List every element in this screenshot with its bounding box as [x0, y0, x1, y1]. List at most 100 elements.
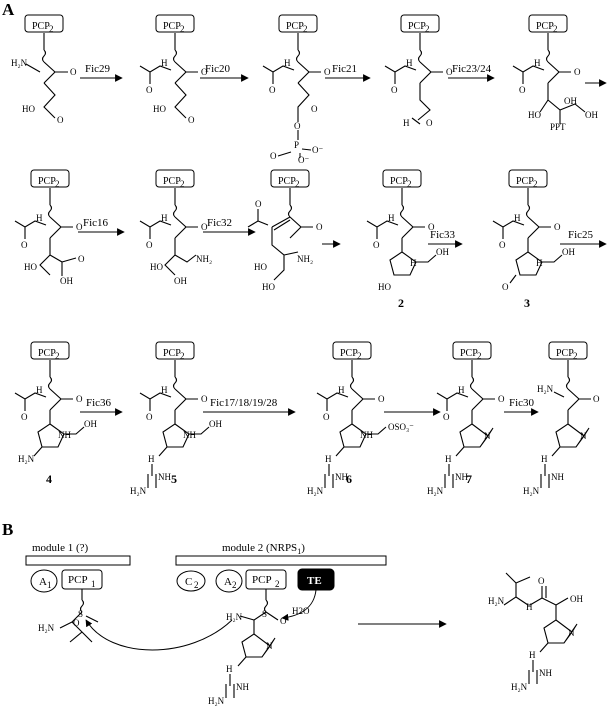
intermediate-8 [247, 188, 313, 281]
svg-text:S: S [262, 609, 267, 619]
svg-text:HO: HO [22, 104, 35, 114]
module-1-label: module 1 (?) [32, 542, 89, 554]
svg-text:PCP: PCP [252, 574, 272, 586]
intermediate-6 [14, 188, 77, 276]
svg-text:O: O [373, 240, 380, 250]
svg-text:O: O [593, 394, 600, 404]
svg-text:O: O [519, 85, 526, 95]
svg-text:O: O [378, 394, 385, 404]
compound-number: 4 [46, 472, 52, 486]
te-hydrolysis-arrow [281, 589, 317, 621]
svg-text:N: N [580, 431, 587, 441]
svg-text:H: H [36, 385, 43, 395]
svg-text:PCP: PCP [556, 348, 574, 359]
svg-text:H₂N: H₂N [488, 596, 505, 606]
svg-text:PCP: PCP [68, 574, 88, 586]
svg-text:NH: NH [158, 472, 171, 482]
svg-text:O: O [201, 67, 208, 77]
svg-text:O: O [391, 85, 398, 95]
compound-number: 2 [398, 296, 404, 310]
svg-text:O: O [499, 240, 506, 250]
svg-text:O: O [324, 67, 331, 77]
svg-text:O: O [21, 412, 28, 422]
svg-text:2: 2 [425, 24, 430, 34]
svg-text:H: H [403, 118, 410, 128]
svg-text:PPT: PPT [550, 122, 566, 132]
svg-text:H: H [534, 58, 541, 68]
compound-6 [316, 360, 387, 488]
svg-text:H: H [36, 213, 43, 223]
intermediate-2 [139, 33, 198, 119]
svg-text:O: O [443, 412, 450, 422]
svg-text:HO: HO [528, 110, 541, 120]
svg-text:2: 2 [55, 179, 60, 189]
enzyme-label: Fic20 [205, 63, 231, 75]
svg-text:HO: HO [378, 282, 391, 292]
enzyme-label: Fic29 [85, 63, 111, 75]
enzyme-label: Fic30 [509, 397, 535, 409]
svg-text:O: O [498, 394, 505, 404]
svg-text:OH: OH [562, 247, 575, 257]
svg-text:2: 2 [180, 179, 185, 189]
intermediate-5 [512, 33, 586, 124]
svg-text:OH: OH [570, 594, 583, 604]
svg-text:H: H [445, 454, 452, 464]
svg-text:OH: OH [585, 110, 598, 120]
svg-text:O: O [323, 412, 330, 422]
valine-thioester [59, 589, 99, 643]
svg-text:H₂N: H₂N [511, 682, 528, 692]
svg-text:O: O [574, 67, 581, 77]
svg-text:A: A [39, 576, 47, 588]
svg-text:H: H [161, 213, 168, 223]
svg-text:P: P [294, 140, 299, 150]
svg-text:HO: HO [262, 282, 275, 292]
svg-text:H: H [388, 213, 395, 223]
intermediate-4 [384, 33, 443, 125]
svg-text:HO: HO [153, 104, 166, 114]
svg-text:O: O [316, 222, 323, 232]
svg-text:H₂N: H₂N [38, 623, 55, 633]
svg-text:2: 2 [49, 24, 54, 34]
enzyme-label: Fic32 [207, 217, 232, 229]
svg-text:O: O [280, 616, 287, 626]
svg-text:O: O [76, 222, 83, 232]
svg-text:H: H [226, 664, 233, 674]
svg-text:N: N [568, 628, 575, 638]
svg-text:PCP: PCP [163, 176, 181, 187]
svg-text:H: H [536, 258, 543, 268]
svg-text:O: O [426, 118, 433, 128]
svg-text:2: 2 [194, 580, 199, 590]
svg-text:PCP: PCP [460, 348, 478, 359]
svg-text:OH: OH [564, 96, 577, 106]
svg-text:2: 2 [232, 580, 237, 590]
svg-text:OH: OH [174, 276, 187, 286]
svg-text:NH: NH [551, 472, 564, 482]
intermediate-3 [262, 33, 321, 140]
svg-text:O: O [294, 121, 301, 131]
svg-text:OH: OH [209, 419, 222, 429]
svg-text:NH: NH [455, 472, 468, 482]
svg-text:PCP: PCP [390, 176, 408, 187]
svg-text:2: 2 [533, 179, 538, 189]
svg-text:O: O [554, 222, 561, 232]
svg-text:NH: NH [183, 430, 196, 440]
svg-text:NH₂: NH₂ [196, 254, 212, 264]
compound-number: 7 [466, 472, 472, 486]
svg-text:O: O [70, 67, 77, 77]
compound-4 [14, 360, 85, 457]
svg-text:PCP: PCP [516, 176, 534, 187]
svg-text:2: 2 [477, 351, 482, 361]
svg-text:O: O [428, 222, 435, 232]
svg-text:H: H [325, 454, 332, 464]
svg-text:H₂N: H₂N [537, 384, 554, 394]
svg-text:O: O [73, 618, 80, 628]
enzyme-label: Fic33 [430, 229, 456, 241]
svg-text:N: N [266, 641, 273, 651]
svg-text:2: 2 [357, 351, 362, 361]
svg-text:OH: OH [84, 419, 97, 429]
svg-text:O: O [270, 151, 277, 161]
svg-text:O: O [146, 85, 153, 95]
enzyme-label: Fic16 [83, 217, 109, 229]
domain-a1 [30, 569, 58, 593]
